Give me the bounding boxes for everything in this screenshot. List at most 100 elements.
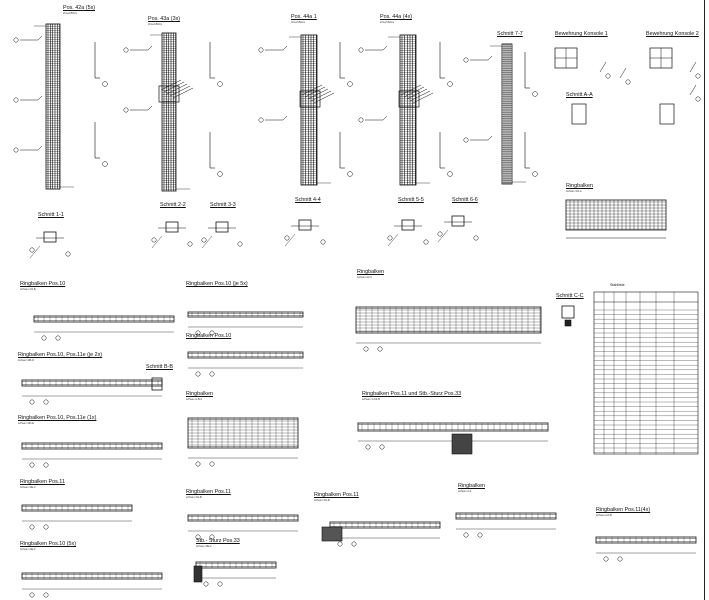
position-marker [377, 346, 383, 352]
position-marker [65, 251, 71, 257]
ringbalken-right-outline [565, 199, 667, 231]
sub-rb-pos10-11e1: Achsen 3/D-E [18, 422, 35, 425]
title-rb-bottom-right: Ringbalken [458, 483, 485, 489]
console-outline [158, 85, 180, 103]
title-rb-pos10: Ringbalken Pos.10 [20, 281, 66, 287]
title-rb-center: Ringbalken [357, 269, 384, 275]
sub-rb-pos11b: Achsen 3/4-B [186, 496, 202, 499]
sturz-section [451, 433, 473, 455]
section-b-b [151, 377, 163, 391]
position-marker [217, 81, 223, 87]
console-bar [163, 81, 185, 93]
position-marker [258, 47, 264, 53]
bar-callout [37, 35, 43, 41]
position-marker [43, 592, 49, 598]
leader [387, 233, 399, 247]
line [619, 67, 627, 79]
sub-rb-pos10-11e: Achsen 3/B-D [18, 359, 35, 362]
position-marker [203, 581, 209, 587]
bar-dot [564, 319, 572, 327]
sub-rb-pos11-4x: Achsen A/4-B [596, 514, 612, 517]
console-bar [409, 90, 431, 102]
position-marker [43, 462, 49, 468]
solid-block [321, 526, 343, 542]
position-marker [13, 37, 19, 43]
position-marker [477, 532, 483, 538]
position-marker [29, 592, 35, 598]
column-schnitt-7-7-outline [501, 43, 513, 185]
title-schnitt-6-6: Schnitt 6-6 [452, 197, 478, 203]
title-rb-pos11c: Ringbalken Pos.11 [314, 492, 359, 498]
beam-pos10-mid [187, 351, 304, 359]
sub-rb-pos11c: Achsen 3/4-B [314, 499, 330, 502]
bar-callout [487, 55, 493, 61]
sub-ringbalken-right: Achsen 3/4-A [566, 190, 582, 193]
beam-pos10-5x [187, 311, 304, 318]
beam-ringbalken-br [455, 512, 557, 520]
title-schnitt-4-4: Schnitt 4-4 [295, 197, 321, 203]
sub-rb-left2: Achsen A-B-4 [186, 398, 202, 401]
position-marker [195, 461, 201, 467]
sturz-support [193, 565, 203, 583]
section-a-a-2 [659, 103, 675, 125]
position-marker [195, 371, 201, 377]
title-bewehrung-konsole-1: Bewehrung Konsole 1 [555, 31, 608, 37]
sub-pos-43a: 2/4+2x50cm [148, 23, 163, 26]
position-marker [532, 171, 538, 177]
console-bar [172, 87, 194, 99]
sub-rb-center: Achsen A2-3 [357, 276, 372, 279]
position-marker [201, 237, 207, 243]
position-marker [463, 137, 469, 143]
position-marker [13, 147, 19, 153]
bar-callout [282, 45, 288, 51]
position-marker [695, 96, 701, 102]
title-schnitt-1-1: Schnitt 1-1 [38, 212, 64, 218]
leader [437, 229, 449, 243]
position-marker [379, 444, 385, 450]
position-marker [347, 81, 353, 87]
sheet-right-border [704, 0, 709, 600]
sub-pos-44a-1: 2/4+2x50cm [291, 21, 306, 24]
title-pos-44a-1: Pos. 44a 1 [291, 14, 317, 20]
line [689, 84, 697, 96]
position-marker [358, 117, 364, 123]
position-marker [423, 239, 429, 245]
position-marker [365, 444, 371, 450]
position-marker [217, 581, 223, 587]
position-marker [102, 81, 108, 87]
title-pos-43a: Pos. 43a (3x) [148, 16, 181, 22]
position-marker [123, 107, 129, 113]
console-bar [406, 88, 428, 100]
position-marker [102, 161, 108, 167]
title-rb-pos10-11e1: Ringbalken Pos.10, Pos.11e (1x) [18, 415, 97, 421]
title-bewehrung-konsole-2: Bewehrung Konsole 2 [646, 31, 699, 37]
console-bar [307, 88, 329, 100]
position-marker [320, 239, 326, 245]
position-marker [43, 524, 49, 530]
position-marker [447, 171, 453, 177]
position-marker [258, 117, 264, 123]
line [599, 61, 607, 73]
title-rb-pos10-5x-b: Ringbalken Pos.10 (5x) [20, 541, 77, 547]
position-marker [617, 556, 623, 562]
title-rb-pos10-mid: Ringbalken Pos.10 [186, 333, 232, 339]
sub-rb-pos10-5x-b: Achsen 2/E-F [20, 548, 36, 551]
title-rb-pos10-11e: Ringbalken Pos.10, Pos.11e (je 2x) [18, 352, 103, 358]
cross-section [451, 215, 465, 227]
console-bar [313, 92, 335, 104]
cross-section [43, 231, 57, 243]
position-marker [284, 235, 290, 241]
beam-pos11 [21, 504, 133, 512]
position-marker [187, 241, 193, 247]
position-marker [532, 91, 538, 97]
cross-section [215, 221, 229, 233]
sub-rb-pos11-33: Achsen 3-4/4-B [362, 398, 380, 401]
title-ringbalken-right: Ringbalken [566, 183, 593, 189]
position-marker [209, 461, 215, 467]
console-outline [398, 90, 420, 108]
console-bar [160, 79, 182, 91]
beam-pos11c [329, 521, 441, 529]
position-marker [473, 235, 479, 241]
beam-pos11-33 [357, 422, 549, 432]
